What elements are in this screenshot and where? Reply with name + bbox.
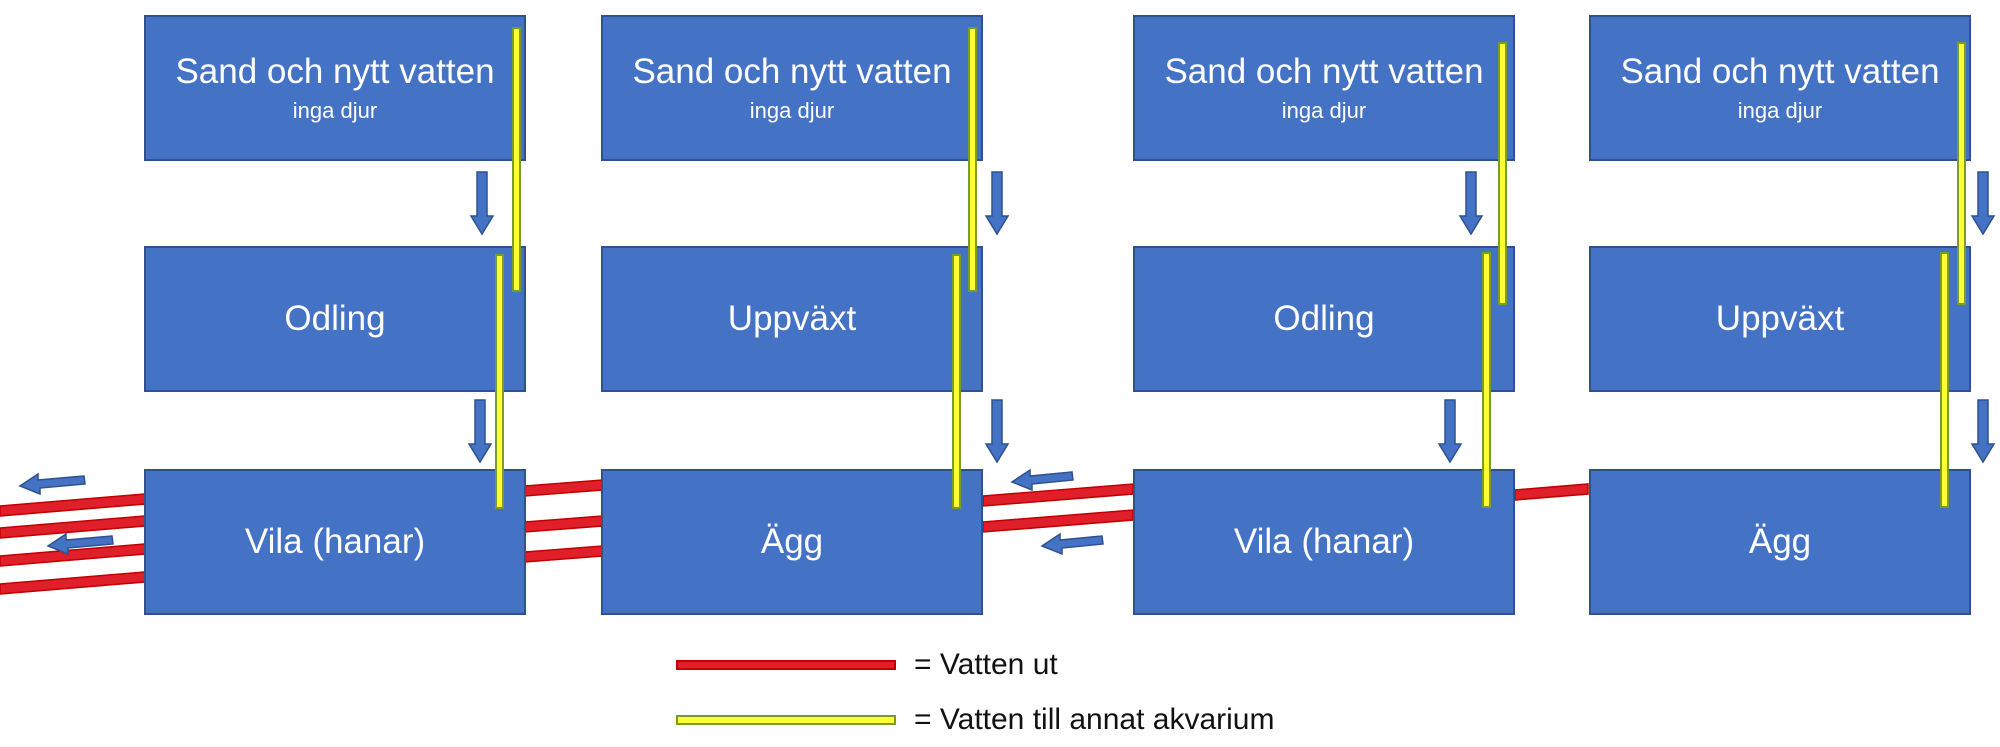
tank-sand-4: Sand och nytt vatten inga djur bbox=[1589, 15, 1971, 161]
legend-water-out-label: = Vatten ut bbox=[914, 648, 1058, 681]
tank-title: Sand och nytt vatten bbox=[1164, 52, 1484, 91]
left-arrow-icon bbox=[1010, 468, 1074, 492]
tank-subtitle: inga djur bbox=[749, 98, 835, 123]
tank-agg-1: Ägg bbox=[601, 469, 983, 615]
left-arrow-icon bbox=[46, 532, 114, 556]
tank-sand-2: Sand och nytt vatten inga djur bbox=[601, 15, 983, 161]
red-pipe bbox=[1514, 483, 1589, 501]
down-arrow-icon bbox=[1438, 399, 1462, 463]
tank-title: Sand och nytt vatten bbox=[175, 52, 495, 91]
legend-water-other-label: = Vatten till annat akvarium bbox=[914, 703, 1275, 736]
tank-uppvaxt-1: Uppväxt bbox=[601, 246, 983, 392]
tank-sand-3: Sand och nytt vatten inga djur bbox=[1133, 15, 1515, 161]
tank-vila-1: Vila (hanar) bbox=[144, 469, 526, 615]
down-arrow-icon bbox=[468, 399, 492, 463]
tank-title: Vila (hanar) bbox=[1233, 522, 1415, 561]
tank-subtitle: inga djur bbox=[1281, 98, 1367, 123]
down-arrow-icon bbox=[1459, 171, 1483, 235]
down-arrow-icon bbox=[985, 171, 1009, 235]
down-arrow-icon bbox=[1971, 399, 1995, 463]
tank-uppvaxt-2: Uppväxt bbox=[1589, 246, 1971, 392]
yellow-pipe bbox=[512, 27, 521, 292]
yellow-pipe bbox=[1498, 42, 1507, 305]
tank-title: Uppväxt bbox=[727, 299, 857, 338]
tank-title: Vila (hanar) bbox=[244, 522, 426, 561]
legend-water-other: = Vatten till annat akvarium bbox=[676, 703, 1274, 737]
yellow-pipe bbox=[1482, 252, 1491, 508]
yellow-pipe bbox=[968, 27, 977, 292]
down-arrow-icon bbox=[470, 171, 494, 235]
tank-title: Ägg bbox=[760, 522, 824, 561]
legend-yellow-swatch bbox=[676, 715, 896, 725]
tank-title: Sand och nytt vatten bbox=[1620, 52, 1940, 91]
left-arrow-icon bbox=[1040, 532, 1104, 556]
tank-title: Odling bbox=[284, 299, 386, 338]
tank-vila-2: Vila (hanar) bbox=[1133, 469, 1515, 615]
tank-title: Uppväxt bbox=[1715, 299, 1845, 338]
tank-odling-2: Odling bbox=[1133, 246, 1515, 392]
tank-title: Odling bbox=[1273, 299, 1375, 338]
down-arrow-icon bbox=[985, 399, 1009, 463]
tank-title: Sand och nytt vatten bbox=[632, 52, 952, 91]
tank-sand-1: Sand och nytt vatten inga djur bbox=[144, 15, 526, 161]
tank-agg-2: Ägg bbox=[1589, 469, 1971, 615]
yellow-pipe bbox=[1940, 252, 1949, 508]
yellow-pipe bbox=[1957, 42, 1966, 305]
legend-red-swatch bbox=[676, 660, 896, 670]
tank-odling-1: Odling bbox=[144, 246, 526, 392]
left-arrow-icon bbox=[18, 472, 86, 496]
tank-subtitle: inga djur bbox=[292, 98, 378, 123]
tank-subtitle: inga djur bbox=[1737, 98, 1823, 123]
yellow-pipe bbox=[952, 254, 961, 509]
legend-water-out: = Vatten ut bbox=[676, 648, 1058, 682]
tank-title: Ägg bbox=[1748, 522, 1812, 561]
down-arrow-icon bbox=[1971, 171, 1995, 235]
yellow-pipe bbox=[495, 254, 504, 509]
